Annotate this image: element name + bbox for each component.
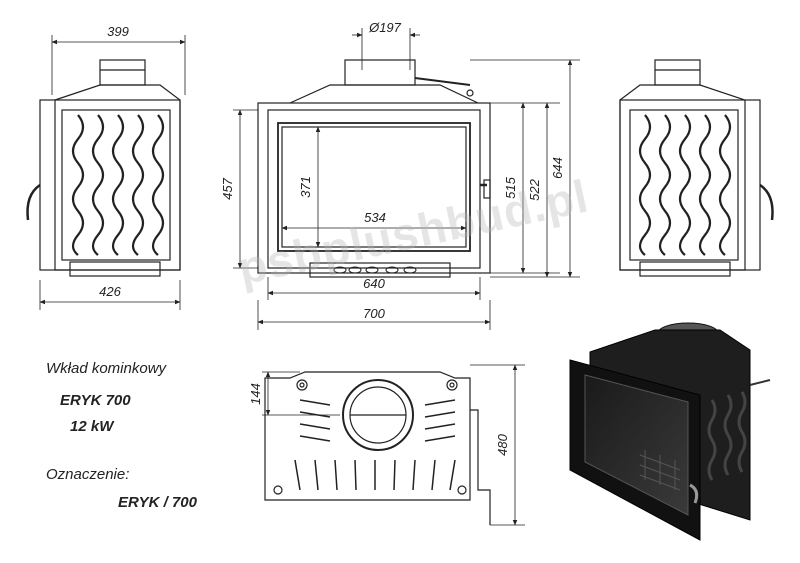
dim-total-height: 644 bbox=[550, 157, 565, 179]
dim-front-width: 700 bbox=[363, 306, 385, 321]
dim-top-depth: 480 bbox=[495, 433, 510, 455]
designation-value: ERYK / 700 bbox=[118, 494, 197, 511]
insert-type-label: Wkład kominkowy bbox=[46, 360, 167, 377]
left-side-view bbox=[26, 35, 186, 310]
power-label: 12 kW bbox=[70, 418, 114, 435]
dim-side-depth: 399 bbox=[107, 24, 129, 39]
dim-side-base: 426 bbox=[99, 284, 121, 299]
fireplace-insert-render bbox=[569, 322, 771, 541]
right-side-view bbox=[619, 59, 774, 277]
top-view bbox=[262, 364, 525, 526]
dim-glass-width: 534 bbox=[364, 210, 386, 225]
front-view bbox=[233, 28, 580, 330]
dim-top-offset: 144 bbox=[248, 383, 263, 405]
dim-front-height-door: 457 bbox=[220, 177, 235, 199]
dim-door-width: 640 bbox=[363, 276, 385, 291]
dim-height-522: 522 bbox=[527, 178, 542, 200]
designation-label: Oznaczenie: bbox=[46, 466, 130, 483]
dim-flue-diameter: Ø197 bbox=[368, 20, 402, 35]
dim-height-515: 515 bbox=[503, 176, 518, 198]
dim-glass-height: 371 bbox=[298, 176, 313, 198]
model-label: ERYK 700 bbox=[60, 392, 131, 409]
